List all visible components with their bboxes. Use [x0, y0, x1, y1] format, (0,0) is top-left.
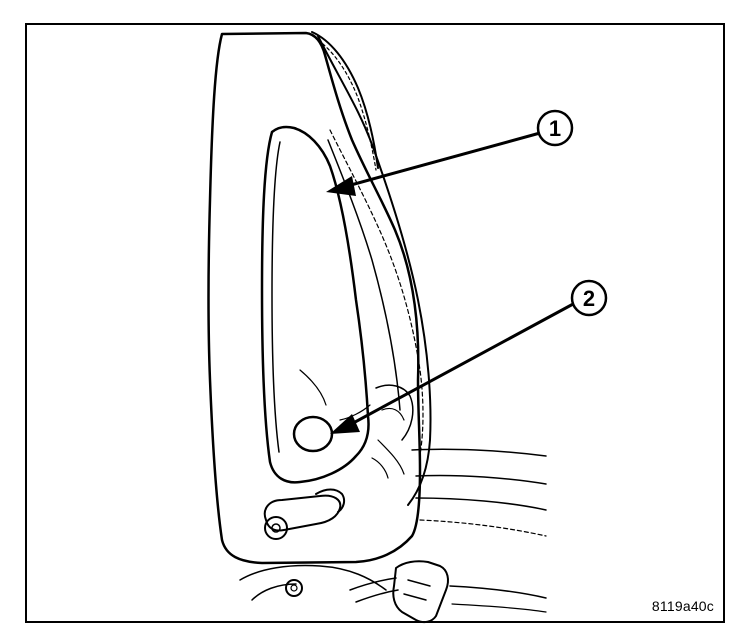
- bolster-inner: [327, 139, 401, 411]
- cushion-line: [411, 448, 547, 457]
- floor-line: [449, 585, 547, 599]
- figure-code: 8119a40c: [651, 598, 714, 614]
- base-bolt-center: [290, 584, 298, 592]
- airbag-door-inner: [271, 141, 281, 453]
- seat-top-contour: [311, 31, 379, 169]
- base-bolt: [285, 579, 303, 597]
- recliner-handle: [315, 488, 346, 513]
- seatbelt-strap: [355, 589, 399, 603]
- seat-base-line: [239, 564, 387, 591]
- fastener-plug: [292, 415, 334, 453]
- lower-bolster-detail: [371, 457, 389, 479]
- diagram-frame: [25, 23, 725, 623]
- floor-line: [451, 603, 547, 613]
- bolster-seam: [329, 129, 424, 456]
- callout-1-label: 1: [549, 116, 561, 141]
- callout-1-leader: [338, 131, 542, 190]
- panel-wrinkle: [299, 369, 327, 406]
- lower-bolster-contour: [375, 384, 414, 441]
- callout-2-leader: [342, 301, 577, 430]
- seat-base-line: [251, 583, 297, 601]
- cushion-line: [415, 497, 547, 511]
- recliner-pivot-center: [271, 523, 281, 533]
- airbag-door-panel: [260, 125, 370, 484]
- recliner-pivot: [264, 516, 288, 540]
- seatbelt-strap: [349, 577, 397, 591]
- callout-2-label: 2: [583, 286, 595, 311]
- callout-2-arrowhead: [330, 414, 360, 434]
- callout-1-arrowhead: [326, 176, 356, 196]
- callout-1-circle: [536, 109, 574, 147]
- seatbelt-buckle-slot: [403, 579, 431, 601]
- callout-2-circle: [570, 279, 608, 317]
- lower-bolster-detail: [377, 439, 405, 475]
- cushion-line: [419, 519, 547, 537]
- seatbelt-buckle: [392, 560, 449, 624]
- seat-top-seam: [317, 39, 377, 171]
- panel-wrinkle: [339, 404, 371, 421]
- recliner-lever: [263, 494, 342, 532]
- seat-back-outline: [207, 31, 422, 565]
- cushion-line: [415, 474, 547, 485]
- lower-bolster-detail: [381, 407, 405, 421]
